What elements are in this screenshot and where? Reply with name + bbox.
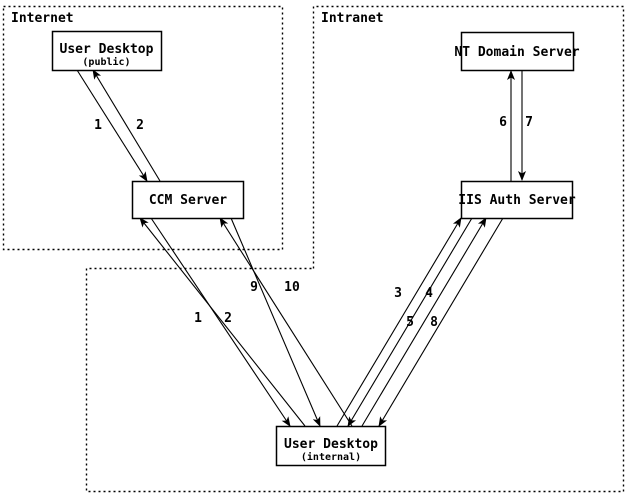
internet-zone-border: [2, 5, 284, 251]
edge-label-2-internal: 2: [224, 311, 232, 326]
node-user-desktop-public-sublabel: (public): [82, 56, 130, 68]
edge-public-desktop-to-ccm-1: [76, 69, 148, 182]
edge-label-3: 3: [394, 286, 402, 301]
edge-label-2-public: 2: [136, 118, 144, 133]
edge-ccm-to-internal-desktop-10: [230, 217, 321, 427]
node-user-desktop-internal: User Desktop (internal): [275, 425, 387, 467]
edge-ccm-to-public-desktop-2: [92, 69, 161, 182]
node-nt-domain-server-box: [460, 31, 575, 72]
edge-label-9: 9: [250, 280, 258, 295]
edge-internal-desktop-to-iis-5: [361, 217, 487, 427]
edge-label-4: 4: [425, 286, 433, 301]
edge-label-8: 8: [430, 315, 438, 330]
edge-label-5: 5: [406, 315, 414, 330]
node-nt-domain-server-label: NT Domain Server: [454, 45, 579, 60]
node-nt-domain-server: NT Domain Server: [454, 31, 580, 72]
edge-internal-desktop-to-iis-3: [336, 217, 462, 427]
edge-label-10: 10: [284, 280, 300, 295]
node-user-desktop-internal-label: User Desktop: [284, 437, 378, 452]
node-ccm-server-label: CCM Server: [149, 193, 227, 208]
edge-label-1-public: 1: [94, 118, 102, 133]
intranet-zone-border: [85, 5, 625, 493]
edge-internal-desktop-to-ccm-9: [219, 217, 353, 427]
edge-label-1-internal: 1: [194, 311, 202, 326]
node-user-desktop-internal-sublabel: (internal): [301, 451, 361, 463]
node-user-desktop-public-box: [51, 30, 163, 72]
intranet-zone-label: Intranet: [321, 11, 384, 26]
node-iis-auth-server-box: [460, 180, 574, 220]
edge-internal-desktop-to-ccm-1: [139, 217, 306, 427]
node-user-desktop-public-label: User Desktop: [60, 42, 154, 57]
node-user-desktop-public: User Desktop (public): [51, 30, 163, 72]
node-user-desktop-internal-box: [275, 425, 387, 467]
internet-zone-label: Internet: [11, 11, 74, 26]
edge-label-7: 7: [525, 115, 533, 130]
node-iis-auth-server: IIS Auth Server: [458, 180, 576, 220]
node-ccm-server-box: [131, 180, 245, 220]
edge-iis-to-internal-desktop-4: [347, 217, 473, 427]
edge-ccm-to-internal-desktop-2: [150, 217, 291, 427]
node-iis-auth-server-label: IIS Auth Server: [458, 193, 576, 208]
edge-iis-to-internal-desktop-8: [378, 217, 504, 427]
node-ccm-server: CCM Server: [131, 180, 245, 220]
edge-label-6: 6: [499, 115, 507, 130]
